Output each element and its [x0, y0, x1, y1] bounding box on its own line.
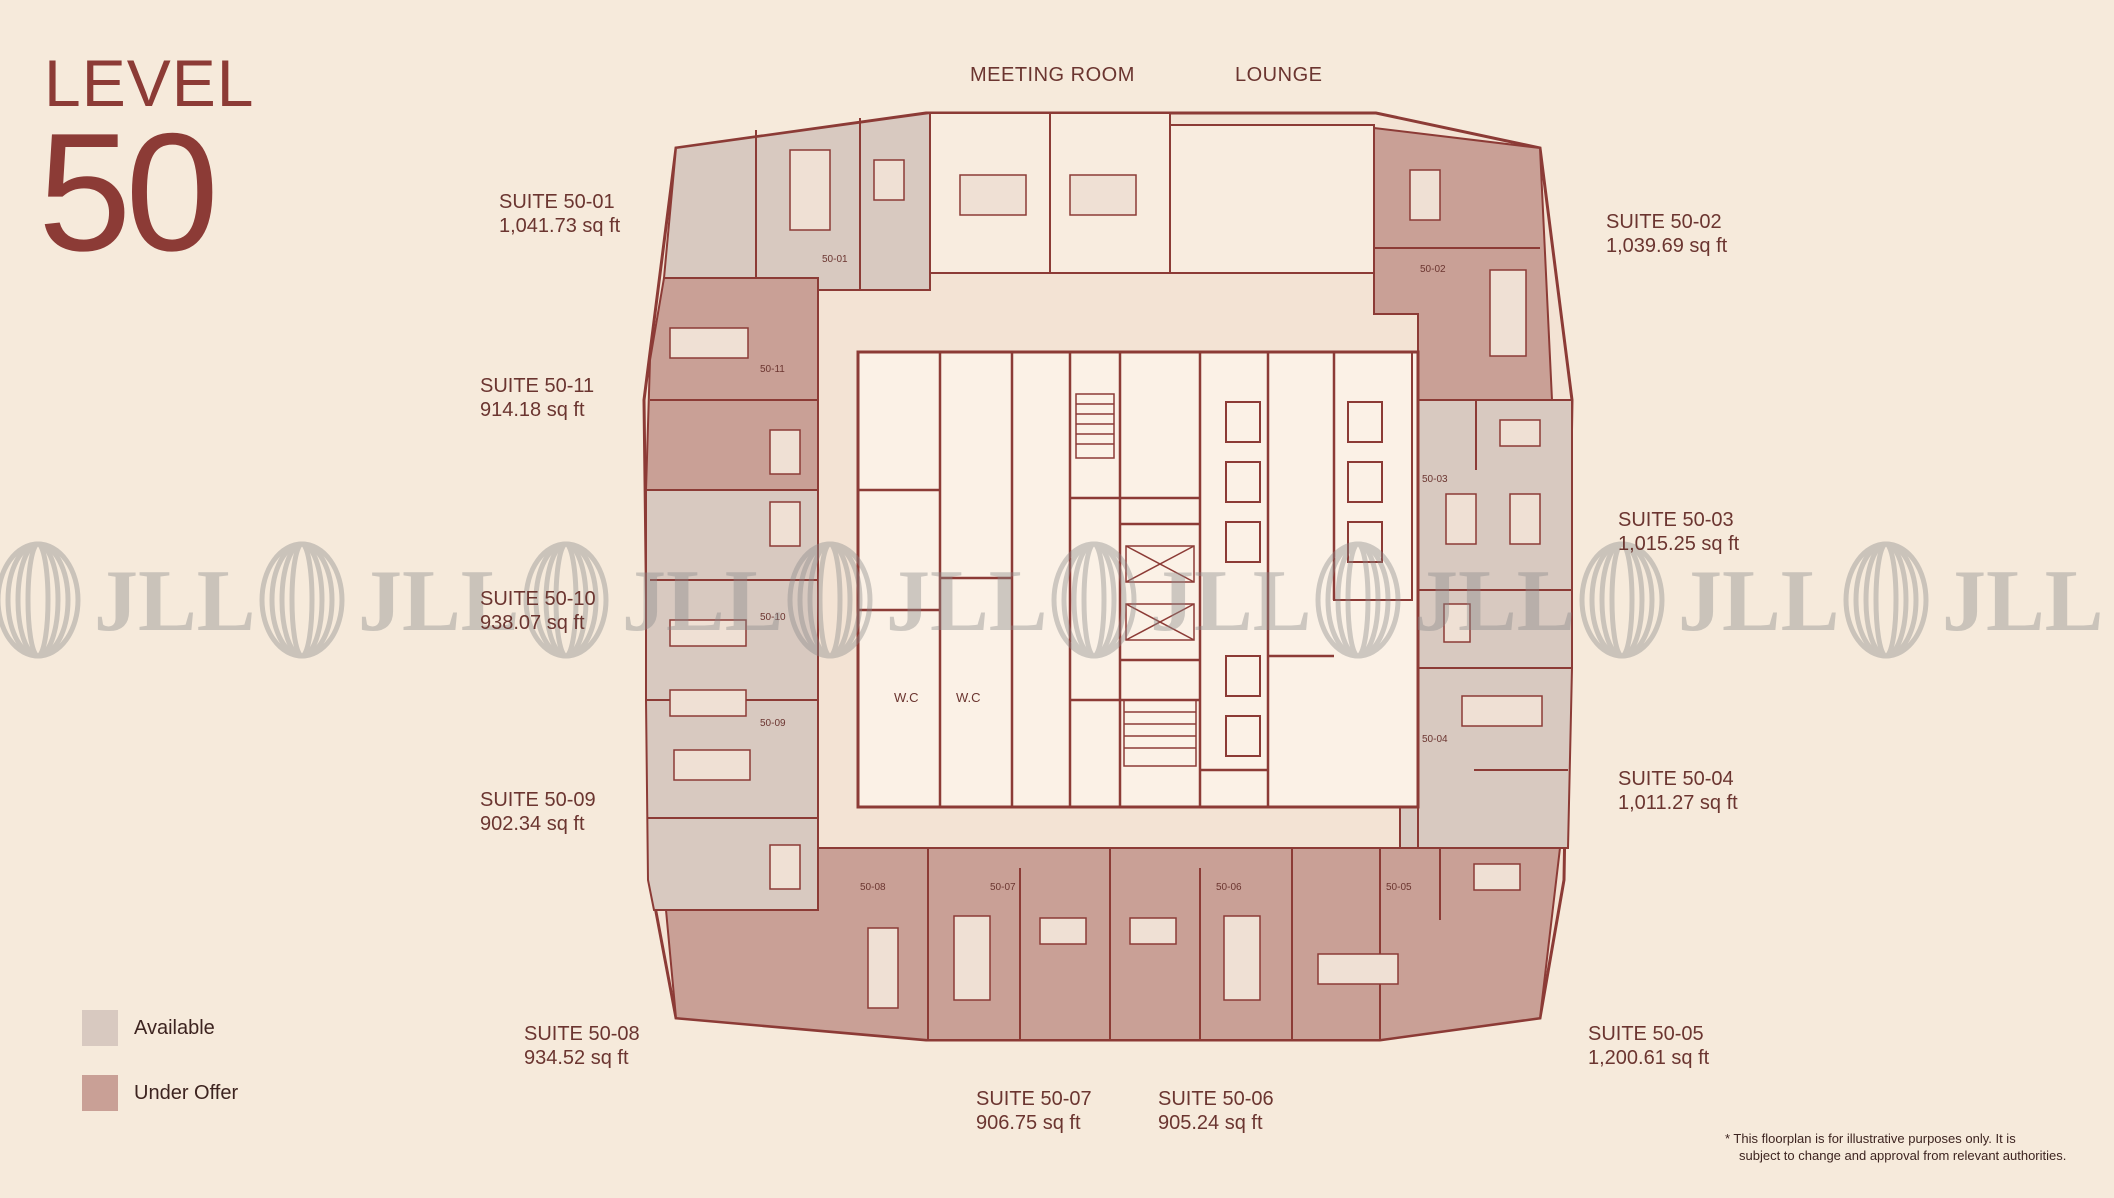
suite-name: SUITE 50-07 — [976, 1088, 1092, 1110]
suite-area-text: 914.18 sq ft — [480, 399, 585, 421]
suite-tag-50-04: 50-04 — [1422, 734, 1448, 745]
suite-label-50-09: SUITE 50-09 902.34 sq ft — [480, 788, 596, 836]
level-number: 50 — [38, 98, 219, 286]
suite-name: SUITE 50-11 — [480, 375, 595, 397]
lounge-label: LOUNGE — [1235, 64, 1323, 86]
wc-label-2: W.C — [956, 690, 981, 705]
suite-label-50-11: SUITE 50-11 914.18 sq ft — [480, 374, 594, 422]
suite-area-text: 938.07 sq ft — [480, 612, 585, 634]
building-core — [856, 350, 1420, 809]
stair-north — [1075, 393, 1115, 459]
suite-area-text: 1,011.27 sq ft — [1618, 792, 1738, 814]
suite-area-text: 1,041.73 sq ft — [499, 215, 621, 237]
suite-tag-50-03: 50-03 — [1422, 474, 1448, 485]
suite-tag-50-10: 50-10 — [760, 612, 786, 623]
legend-swatch-under-offer — [82, 1075, 118, 1111]
legend-available: Available — [82, 1010, 215, 1046]
suite-tag-50-05: 50-05 — [1386, 882, 1412, 893]
suite-tag-50-02: 50-02 — [1420, 264, 1446, 275]
suite-name: SUITE 50-02 — [1606, 211, 1722, 233]
suite-tag-50-07: 50-07 — [990, 882, 1016, 893]
riser-boxes — [1225, 351, 1413, 757]
suite-area-text: 905.24 sq ft — [1158, 1112, 1263, 1134]
suite-name: SUITE 50-01 — [499, 191, 615, 213]
suite-area-50-03 — [1417, 399, 1573, 669]
suite-name: SUITE 50-08 — [524, 1023, 640, 1045]
suite-name: SUITE 50-10 — [480, 588, 596, 610]
legend-label-under-offer: Under Offer — [134, 1081, 239, 1104]
meeting-room-label: MEETING ROOM — [970, 64, 1135, 86]
suite-label-50-03: SUITE 50-03 1,015.25 sq ft — [1618, 508, 1739, 556]
suite-name: SUITE 50-04 — [1618, 768, 1734, 790]
legend-under-offer: Under Offer — [82, 1075, 238, 1111]
legend-swatch-available — [82, 1010, 118, 1046]
suite-tag-50-06: 50-06 — [1216, 882, 1242, 893]
suite-label-50-10: SUITE 50-10 938.07 sq ft — [480, 587, 596, 635]
suite-area-text: 906.75 sq ft — [976, 1112, 1081, 1134]
stair-south — [1123, 699, 1197, 767]
suite-area-text: 902.34 sq ft — [480, 813, 585, 835]
disclaimer-line-1: * This floorplan is for illustrative pur… — [1725, 1131, 2016, 1146]
legend-label-available: Available — [134, 1016, 215, 1039]
suite-name: SUITE 50-09 — [480, 789, 596, 811]
suite-name: SUITE 50-06 — [1158, 1088, 1274, 1110]
suite-area-text: 934.52 sq ft — [524, 1047, 629, 1069]
suite-label-50-05: SUITE 50-05 1,200.61 sq ft — [1588, 1022, 1709, 1070]
suite-label-50-04: SUITE 50-04 1,011.27 sq ft — [1618, 767, 1738, 815]
suite-tag-50-11: 50-11 — [760, 364, 785, 375]
suite-label-50-07: SUITE 50-07 906.75 sq ft — [976, 1087, 1092, 1135]
suite-area-text: 1,039.69 sq ft — [1606, 235, 1728, 257]
suite-label-50-02: SUITE 50-02 1,039.69 sq ft — [1606, 210, 1727, 258]
suite-area-text: 1,015.25 sq ft — [1618, 533, 1740, 555]
suite-area-text: 1,200.61 sq ft — [1588, 1047, 1710, 1069]
suite-label-50-08: SUITE 50-08 934.52 sq ft — [524, 1022, 640, 1070]
suite-name: SUITE 50-05 — [1588, 1023, 1704, 1045]
suite-tag-50-01: 50-01 — [822, 254, 848, 265]
suite-tag-50-08: 50-08 — [860, 882, 886, 893]
desk-clusters — [669, 149, 1543, 1009]
suite-tag-50-09: 50-09 — [760, 718, 786, 729]
suite-label-50-06: SUITE 50-06 905.24 sq ft — [1158, 1087, 1274, 1135]
suite-name: SUITE 50-03 — [1618, 509, 1734, 531]
wc-label-1: W.C — [894, 690, 919, 705]
lift-shafts — [1125, 545, 1195, 641]
lounge-area — [1169, 124, 1375, 274]
suite-area-50-05 — [1291, 847, 1562, 1041]
disclaimer-line-2: subject to change and approval from rele… — [1739, 1148, 2067, 1163]
level-heading: LEVEL — [44, 46, 255, 120]
disclaimer: * This floorplan is for illustrative pur… — [1725, 1130, 2110, 1164]
suite-label-50-01: SUITE 50-01 1,041.73 sq ft — [499, 190, 620, 238]
